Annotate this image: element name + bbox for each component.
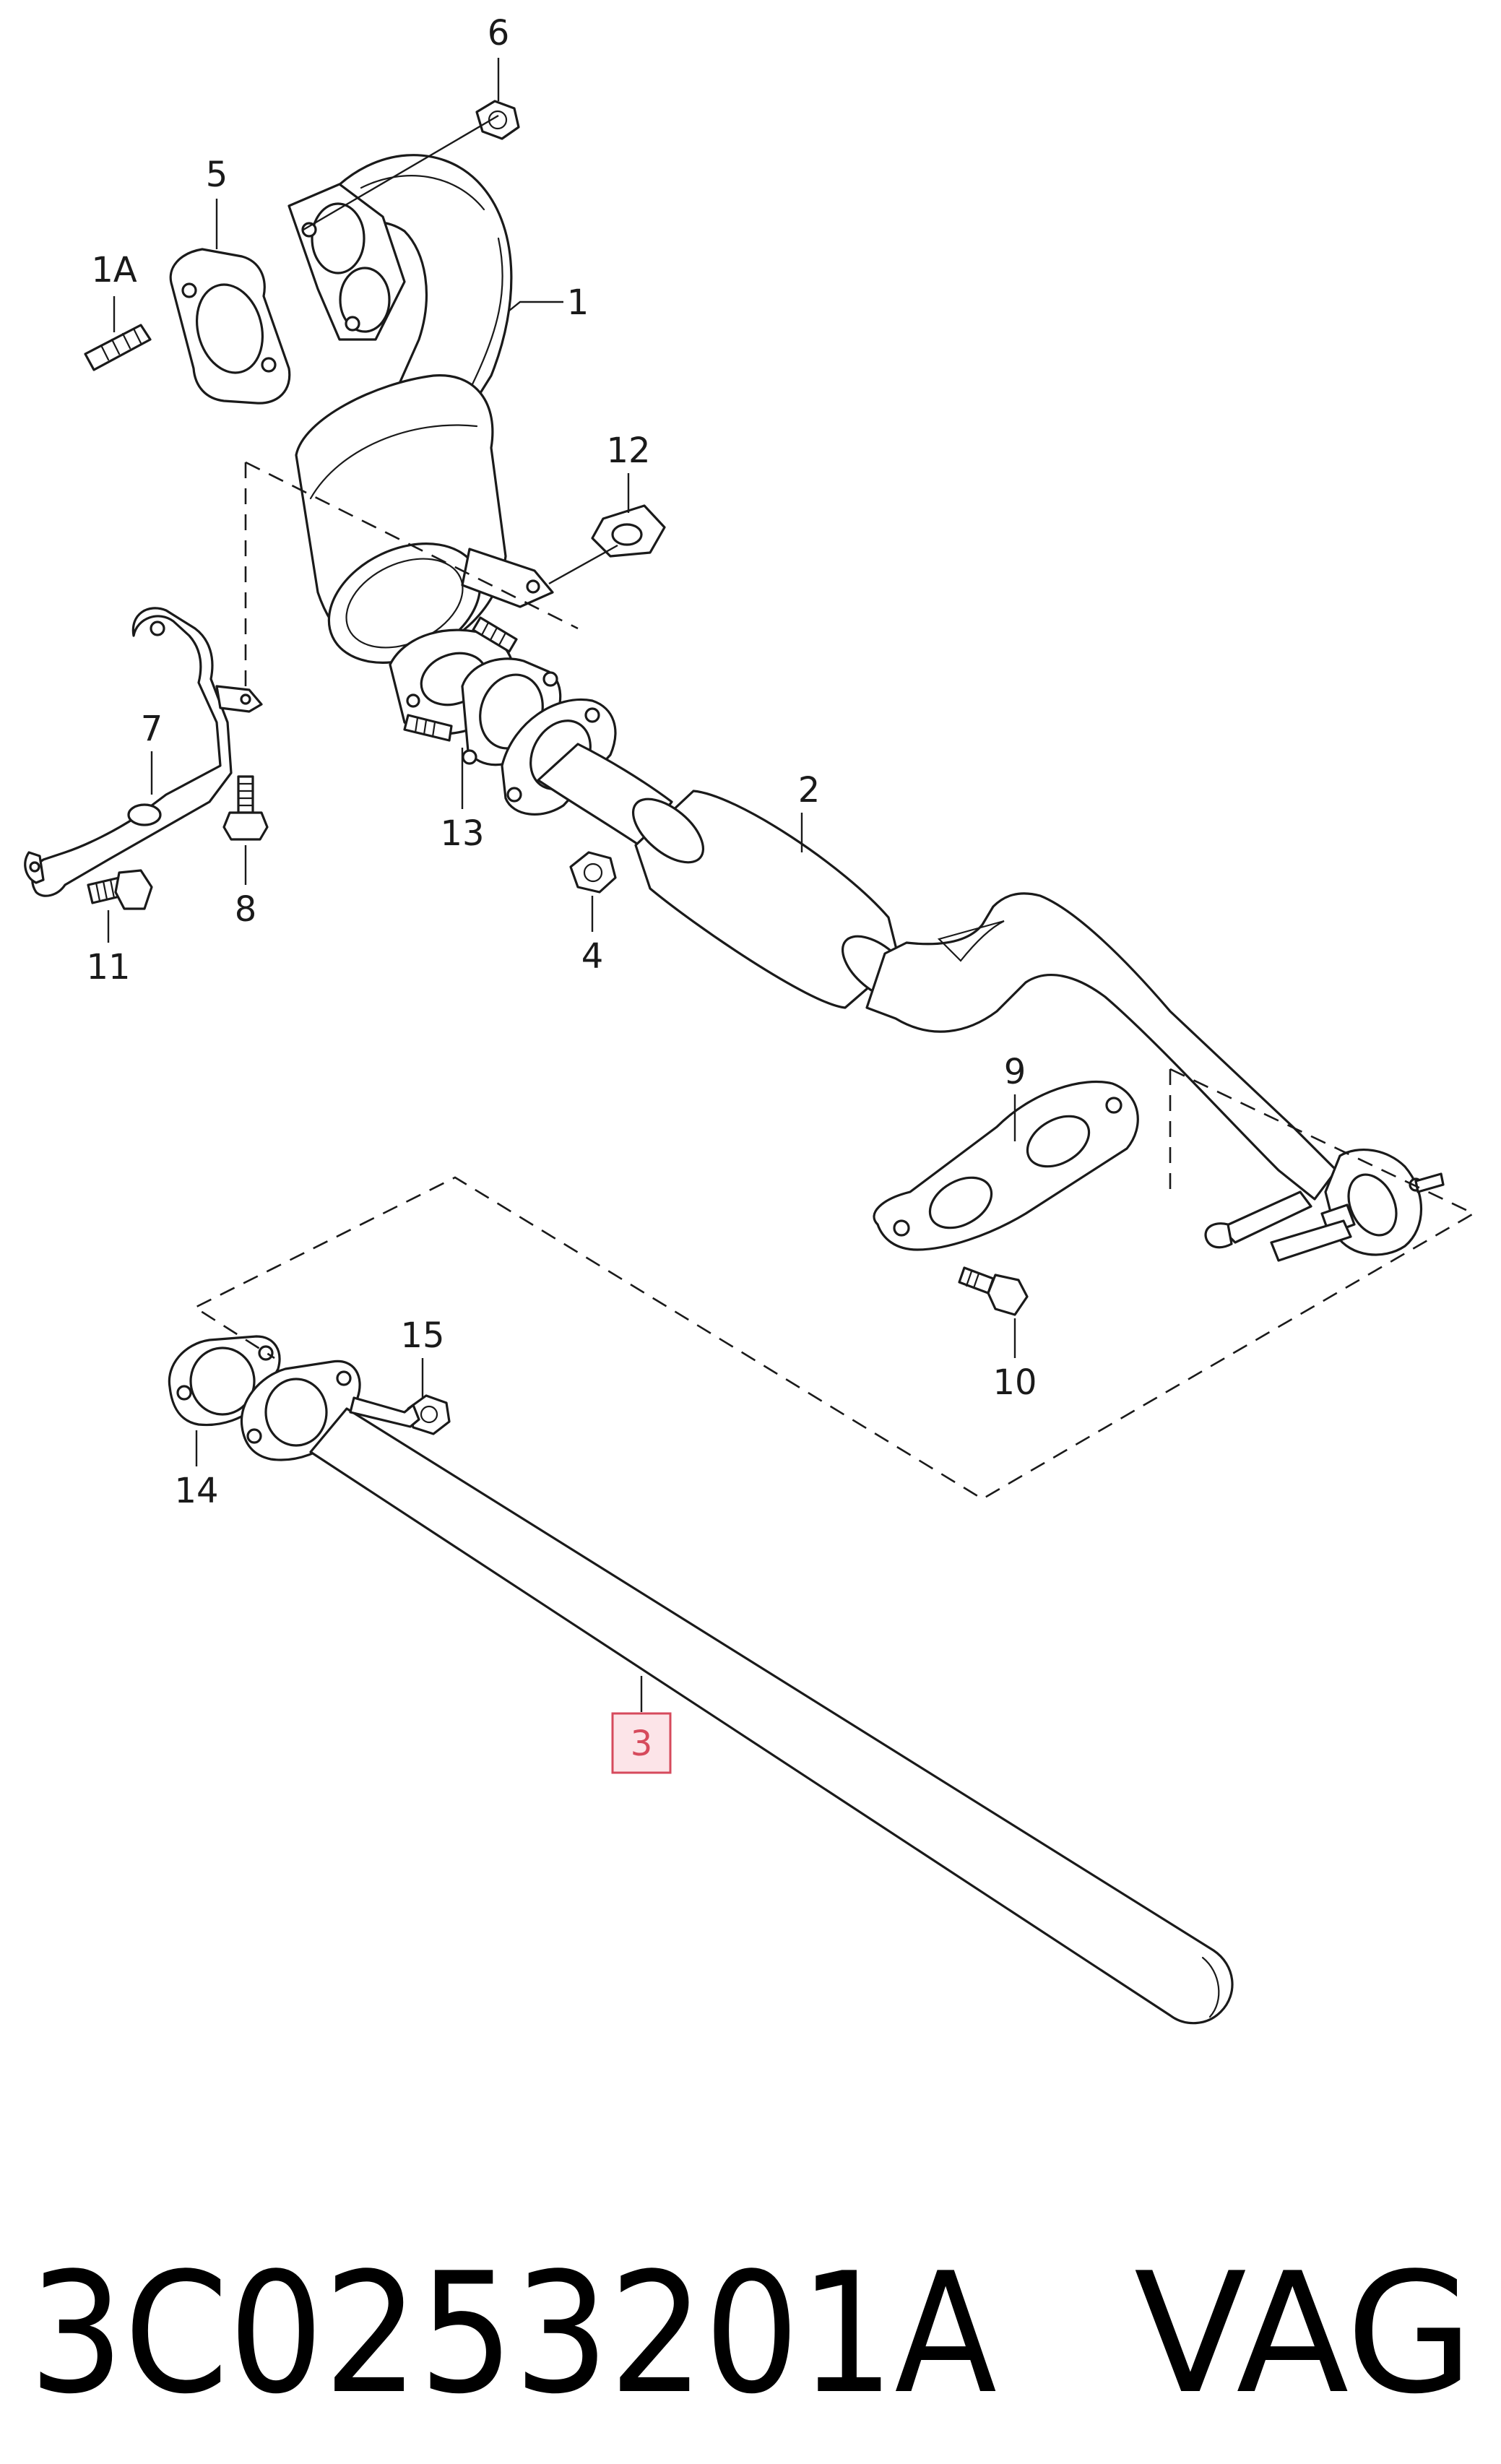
callout-5: 5 <box>206 155 228 195</box>
callout-8: 8 <box>235 889 257 930</box>
callout-6: 6 <box>488 13 510 53</box>
callout-3-highlight-box <box>611 1712 672 1774</box>
part-15-nut <box>407 1394 451 1435</box>
callout-15: 15 <box>400 1315 444 1356</box>
callout-1: 1 <box>567 282 589 323</box>
callout-10: 10 <box>992 1362 1037 1403</box>
part-1-exhaust-manifold-catalyst <box>287 154 554 735</box>
part-3-intermediate-pipe <box>240 1359 1234 2025</box>
callout-7: 7 <box>141 709 163 749</box>
part-1a-stud <box>84 324 152 371</box>
footer: 3C0253201A VAG <box>29 2238 1474 2431</box>
part-12-bracket <box>591 504 666 558</box>
leader-lines <box>107 58 1016 1712</box>
callout-12: 12 <box>606 431 650 471</box>
callout-labels: 6 5 1A 1 12 7 8 11 13 4 2 9 10 15 14 3 <box>86 13 1037 1774</box>
assembly-outline-dashed <box>193 461 1476 1500</box>
part-11-bolt <box>87 869 153 910</box>
part-2-front-pipe-resonator <box>461 657 1445 1262</box>
callout-9: 9 <box>1004 1052 1026 1092</box>
part-5-gasket <box>169 248 291 405</box>
callout-14: 14 <box>174 1471 218 1511</box>
callout-1a: 1A <box>91 250 137 290</box>
callout-13: 13 <box>440 813 484 854</box>
callout-3: 3 <box>631 1724 653 1764</box>
part-number: 3C0253201A <box>29 2238 997 2431</box>
part-7-support-bracket <box>24 607 263 897</box>
part-6-nut <box>475 100 520 140</box>
part-4-nut <box>569 851 617 894</box>
part-10-bolt <box>958 1266 1029 1316</box>
part-9-gasket <box>873 1080 1139 1251</box>
brand-name: VAG <box>1134 2238 1474 2431</box>
callout-2: 2 <box>798 770 821 810</box>
part-13-studs <box>403 616 518 742</box>
callout-4: 4 <box>581 936 604 977</box>
part-8-bolt <box>222 775 269 841</box>
callout-11: 11 <box>86 947 130 987</box>
